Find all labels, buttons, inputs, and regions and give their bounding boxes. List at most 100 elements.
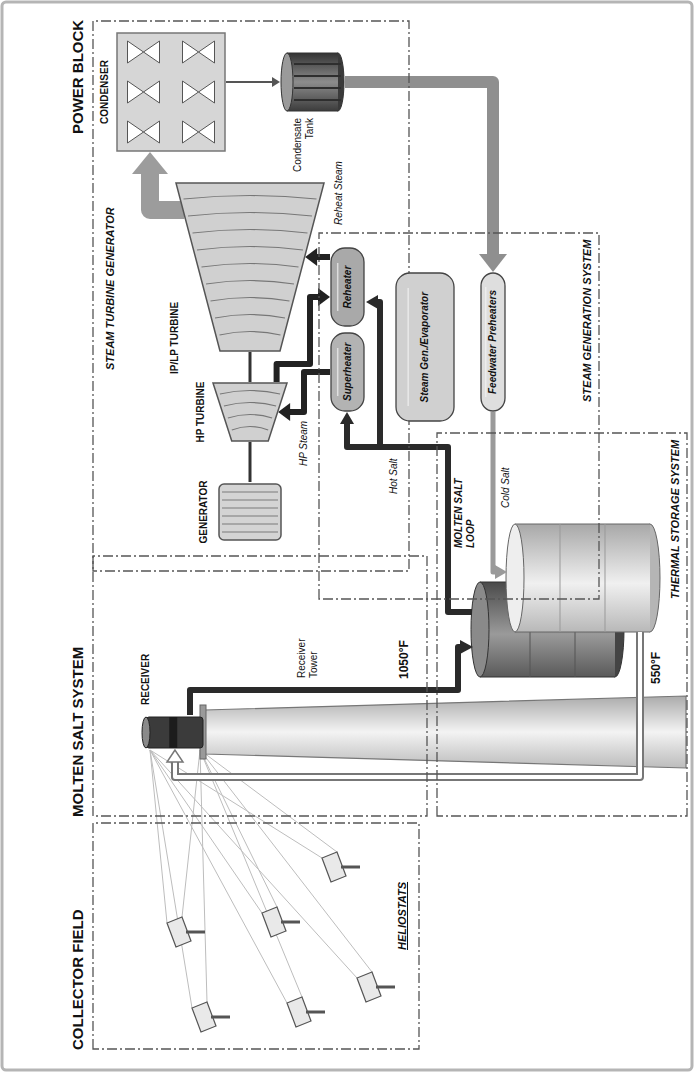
component-label: HP TURBINE (195, 382, 207, 443)
condenser-fan (183, 121, 215, 143)
turbine-blade (206, 281, 294, 285)
hot-salt-arrowhead (340, 412, 354, 424)
condenser-fan (128, 41, 160, 63)
hot-salt-arrowhead (460, 640, 473, 654)
condenser-fan (183, 81, 215, 103)
turbine-blade (202, 264, 299, 268)
condensate-line (226, 81, 274, 83)
generator-fin (222, 524, 278, 525)
turbine-blade (215, 315, 285, 319)
turbine-blade (220, 391, 280, 395)
heat-exchanger: Reheater (330, 247, 365, 327)
condenser-fan (183, 41, 215, 63)
cold-salt-arrowhead (167, 750, 183, 762)
solar-receiver: RECEIVER (140, 715, 205, 750)
condensate-line (226, 77, 280, 87)
hot-tank-side (480, 677, 615, 678)
region-title: COLLECTOR FIELD (69, 909, 86, 1050)
vessel-highlight (407, 288, 409, 406)
tank-side (287, 53, 338, 54)
turbine-shaft (250, 352, 251, 382)
region-title: MOLTEN SALT SYSTEM (69, 647, 86, 817)
arrowhead (272, 77, 280, 87)
region-title: THERMAL STORAGE SYSTEM (669, 440, 682, 599)
vessel-highlight (337, 348, 339, 396)
turbine-blade (197, 247, 303, 251)
node-shape (212, 382, 288, 442)
component-label: Reheater (342, 266, 354, 309)
heliostat-post (306, 1011, 325, 1014)
heat-exchanger: Feedwater Preheaters (480, 272, 506, 412)
sun-ray (200, 750, 337, 852)
steam-pipe (305, 248, 330, 266)
node-shape (280, 52, 345, 112)
hp-turbine: HP TURBINE (212, 382, 288, 442)
condensate-pipe (345, 82, 507, 272)
tank-body (287, 53, 338, 111)
node-shape (175, 182, 325, 352)
node-shape (92, 822, 420, 1050)
region-title: POWER BLOCK (69, 20, 86, 134)
loop-label: MOLTEN SALT LOOP (453, 456, 476, 550)
exhaust-steam-pipe (132, 152, 184, 210)
turbine-blade (220, 332, 281, 336)
component-label: Feedwater Preheaters (487, 290, 499, 394)
component-label: CONDENSER (99, 60, 111, 124)
hot-salt-arrowhead (366, 295, 378, 309)
region-outline (437, 433, 687, 816)
node-shape (215, 482, 285, 542)
evaporator: Steam Gen./Evaporator (395, 272, 455, 422)
vessel-shell (396, 273, 454, 421)
edge-label: Reheat Steam (333, 159, 345, 227)
generator-fin (222, 516, 278, 517)
flow-label: Hot Salt (388, 456, 400, 496)
component-label: Superheater (342, 343, 354, 401)
condensate-pipe (345, 82, 493, 258)
heliostat-post (341, 866, 360, 869)
arrowhead (318, 288, 330, 306)
vessel-shell (481, 273, 505, 411)
turbine-shaft (249, 352, 252, 382)
system-region: MOLTEN SALT SYSTEMRECEIVER (92, 555, 428, 817)
condenser-fan (128, 121, 160, 143)
hot-salt-pipe (376, 302, 380, 447)
cold-salt-return (493, 412, 497, 572)
hot-salt-pipe (190, 647, 462, 715)
cold-tank-body (515, 524, 650, 632)
turbine-casing (176, 183, 324, 351)
sun-ray (150, 750, 287, 1003)
turbine-blade (193, 230, 308, 234)
hot-tank-roof (471, 582, 489, 677)
turbine-blade (184, 196, 317, 200)
generator-fin (222, 492, 278, 493)
vessel-shell (331, 248, 364, 326)
vessel-shell (331, 333, 364, 411)
system-region: COLLECTOR FIELD (92, 822, 420, 1050)
heliostat-post (211, 1016, 230, 1019)
sun-ray (200, 750, 302, 997)
turbine-blade (232, 427, 268, 431)
component-label: RECEIVER (140, 654, 152, 705)
sun-ray (200, 750, 372, 972)
flow-label: Cold Salt (500, 465, 512, 510)
tank-side (287, 111, 338, 112)
tower-label: Receiver Tower (296, 616, 319, 680)
turbine-shaft (249, 442, 252, 482)
vessel-highlight (337, 263, 339, 311)
condensate-tank: Condensate Tank (280, 52, 345, 112)
region-title: STEAM GENERATION SYSTEM (581, 240, 594, 402)
receiver-tower (205, 696, 686, 768)
region-outline (319, 233, 599, 599)
region-outline (93, 556, 427, 816)
generator: GENERATOR (215, 482, 285, 542)
heliostat-post (186, 931, 205, 934)
receiver-body (146, 717, 203, 748)
receiver-top (142, 717, 150, 748)
subsystem-label: STEAM TURBINE GENERATOR (104, 205, 117, 372)
heat-exchanger: Superheater (330, 332, 365, 412)
heliostat-post (376, 986, 395, 989)
turbine-shaft (250, 442, 251, 482)
